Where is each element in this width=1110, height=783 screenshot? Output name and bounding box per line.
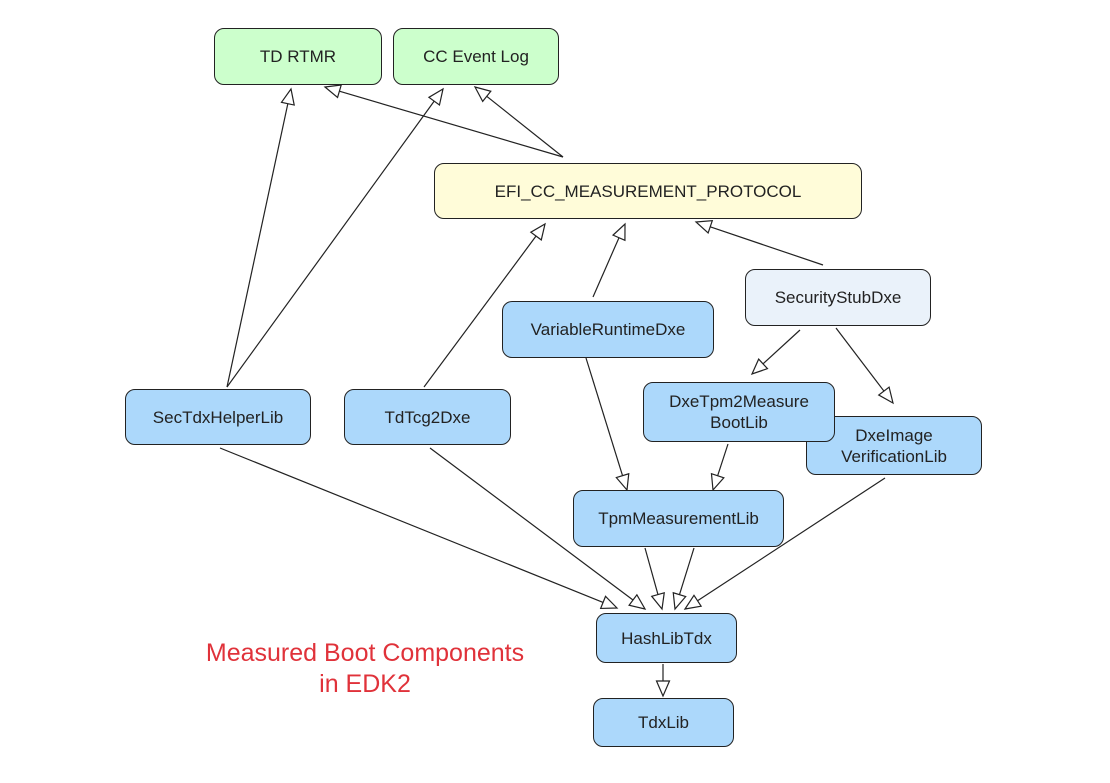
arrowhead-icon [323, 84, 343, 99]
node-variable-runtime-dxe[interactable]: VariableRuntimeDxe [502, 301, 714, 358]
diagram-caption: Measured Boot Components in EDK2 [170, 638, 560, 700]
edge-efi-cc-measurement-protocol-to-cc-event-log [486, 95, 564, 158]
arrowhead-icon [611, 222, 626, 242]
node-label-line2: BootLib [710, 413, 768, 432]
arrowhead-icon [877, 386, 894, 405]
node-label-line1: DxeImage [855, 425, 933, 445]
node-tdx-lib[interactable]: TdxLib [593, 698, 734, 747]
arrowhead-icon [280, 87, 295, 106]
arrowhead-icon [655, 680, 671, 698]
node-efi-cc-measurement-protocol[interactable]: EFI_CC_MEASUREMENT_PROTOCOL [434, 163, 862, 219]
node-label-line1: DxeTpm2Measure [669, 392, 809, 411]
node-label: SecTdxHelperLib [152, 407, 284, 427]
caption-line2: in EDK2 [319, 670, 411, 698]
caption-line1: Measured Boot Components [205, 639, 525, 667]
node-label: HashLibTdx [621, 628, 712, 648]
edge-sec-tdx-helper-lib-to-hash-lib-tdx [219, 447, 604, 603]
node-label: TD RTMR [259, 47, 337, 66]
node-sec-tdx-helper-lib[interactable]: SecTdxHelperLib [125, 389, 311, 445]
edge-sec-tdx-helper-lib-to-cc-event-log [226, 100, 435, 388]
edge-td-tcg2-dxe-to-hash-lib-tdx [429, 447, 634, 601]
node-label: TdxLib [637, 713, 690, 732]
edge-efi-cc-measurement-protocol-to-td-rtmr [339, 90, 564, 158]
node-label: EFI_CC_MEASUREMENT_PROTOCOL [494, 181, 802, 201]
node-cc-event-log[interactable]: CC Event Log [393, 28, 559, 85]
node-hash-lib-tdx[interactable]: HashLibTdx [596, 613, 737, 663]
edge-variable-runtime-dxe-to-tpm-measurement-lib [585, 357, 624, 476]
edge-td-tcg2-dxe-to-efi-cc-measurement-protocol [423, 235, 537, 388]
arrowhead-icon [650, 591, 665, 611]
edge-sec-tdx-helper-lib-to-td-rtmr [226, 103, 289, 388]
node-label: CC Event Log [423, 47, 529, 66]
edge-dxe-image-verification-lib-to-hash-lib-tdx [697, 477, 886, 602]
arrowhead-icon [710, 472, 725, 492]
arrowhead-icon [427, 87, 444, 106]
node-td-rtmr[interactable]: TD RTMR [214, 28, 382, 85]
arrowhead-icon [683, 594, 703, 610]
arrowhead-icon [694, 219, 714, 235]
arrowhead-icon [529, 222, 546, 241]
edge-security-stub-dxe-to-dxe-image-verification-lib [835, 327, 885, 392]
node-label-line2: VerificationLib [841, 446, 947, 466]
node-dxe-image-verification-lib[interactable]: DxeImage VerificationLib [806, 416, 982, 475]
edge-tpm-measurement-lib-to-hash-lib-tdx [644, 547, 659, 595]
arrowhead-icon [599, 595, 619, 610]
edge-security-stub-dxe-to-efi-cc-measurement-protocol [710, 226, 824, 266]
arrowhead-icon [615, 472, 630, 492]
node-tpm-measurement-lib[interactable]: TpmMeasurementLib [573, 490, 784, 547]
arrowhead-icon [672, 591, 687, 611]
arrowhead-icon [750, 357, 769, 376]
edge-security-stub-dxe-to-dxe-tpm2-measure-boot-lib [762, 329, 801, 365]
node-label: TpmMeasurementLib [598, 509, 759, 528]
edge-tpm-measurement-lib-to-hash-lib-tdx-2 [678, 547, 695, 595]
node-label: VariableRuntimeDxe [530, 320, 686, 339]
node-label: TdTcg2Dxe [384, 407, 471, 427]
arrowhead-icon [628, 593, 647, 610]
node-label: SecurityStubDxe [774, 288, 902, 307]
node-td-tcg2-dxe[interactable]: TdTcg2Dxe [344, 389, 511, 445]
node-security-stub-dxe[interactable]: SecurityStubDxe [745, 269, 931, 326]
arrowhead-icon [473, 86, 492, 103]
node-dxe-tpm2-measure-boot-lib[interactable]: DxeTpm2Measure BootLib [643, 382, 835, 442]
edge-variable-runtime-dxe-to-efi-cc-measurement-protocol [592, 237, 620, 298]
edge-dxe-tpm2-measure-boot-lib-to-tpm-measurement-lib [717, 443, 729, 476]
